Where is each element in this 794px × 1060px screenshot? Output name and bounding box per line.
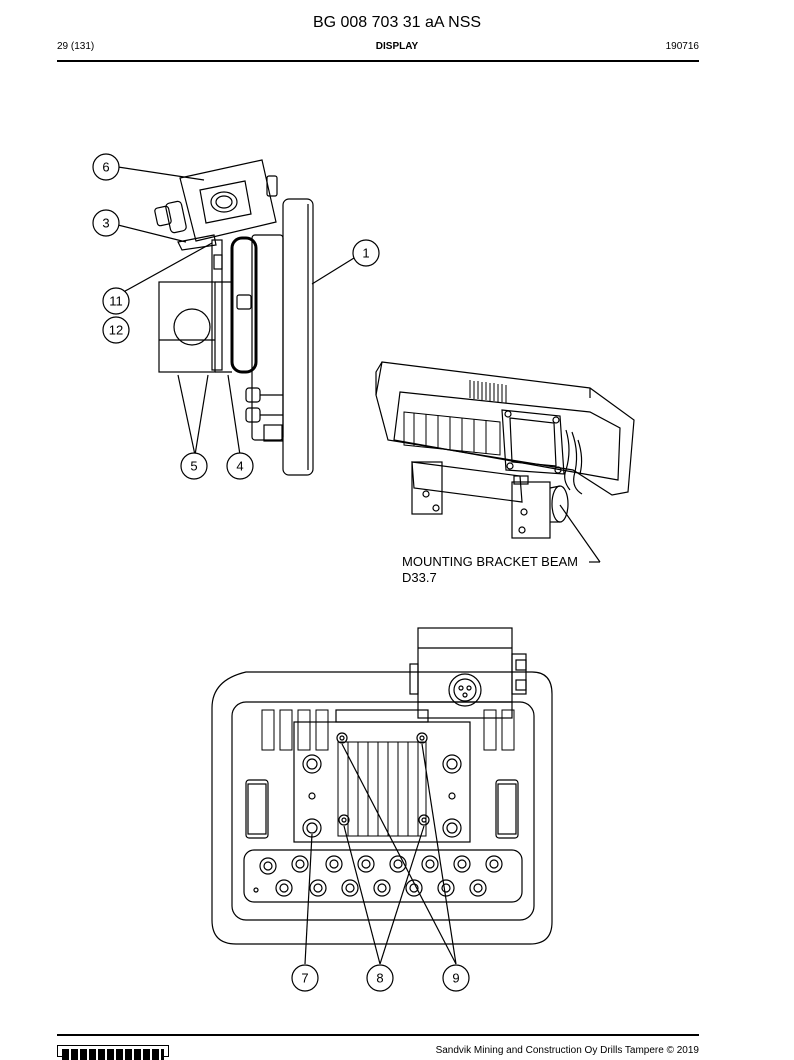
- callout-9: [442, 964, 470, 992]
- iso-display-body: [375, 361, 635, 496]
- callout-3: [92, 209, 120, 237]
- callout-9-label: 9: [452, 971, 459, 986]
- callout-4-label: 4: [236, 459, 243, 474]
- isometric-view: [375, 361, 635, 563]
- callout-7-label: 7: [301, 971, 308, 986]
- callout-8-label: 8: [376, 971, 383, 986]
- callout-6: [92, 153, 120, 181]
- callout-11: [102, 287, 130, 315]
- callout-7: [291, 964, 319, 992]
- iso-clamp-left: [411, 461, 443, 515]
- header-rule: [57, 60, 699, 62]
- sandvik-logo: [57, 1045, 169, 1060]
- callout-4: [226, 452, 254, 480]
- callout-1-label: 1: [362, 246, 369, 261]
- rear-view: [211, 627, 553, 965]
- revision-date: 190716: [665, 41, 699, 52]
- beam-clamp: [158, 281, 216, 373]
- connector-panel: [243, 849, 523, 903]
- connector-box: [179, 159, 277, 242]
- connector-row-bottom: [275, 879, 487, 897]
- section-title: DISPLAY: [375, 41, 419, 52]
- footer-copyright: Sandvik Mining and Construction Oy Drill…: [435, 1045, 699, 1056]
- callout-12-label: 12: [109, 323, 123, 338]
- callout-6-label: 6: [102, 160, 109, 175]
- callout-3-label: 3: [102, 216, 109, 231]
- bracket-label-line2: D33.7: [402, 570, 437, 585]
- callout-1: [352, 239, 380, 267]
- iso-junction-box: [501, 409, 565, 475]
- iso-clamp-right: [511, 481, 551, 539]
- bracket-label-line1: MOUNTING BRACKET BEAM: [402, 554, 578, 569]
- callout-8: [366, 964, 394, 992]
- side-view: [117, 159, 355, 476]
- rear-junction-box: [417, 627, 513, 719]
- callout-11-label: 11: [109, 294, 123, 309]
- connector-row-top: [259, 855, 503, 875]
- callouts: 6 3 1 11 12 5 4 7 8 9: [92, 153, 470, 992]
- rear-outer-body: [211, 671, 553, 945]
- callout-5-label: 5: [190, 459, 197, 474]
- gasket: [230, 236, 258, 374]
- footer-rule: [57, 1034, 699, 1036]
- callout-5: [180, 452, 208, 480]
- callout-12: [102, 316, 130, 344]
- page-number: 29 (131): [57, 41, 95, 52]
- document-id: BG 008 703 31 aA NSS: [312, 14, 482, 31]
